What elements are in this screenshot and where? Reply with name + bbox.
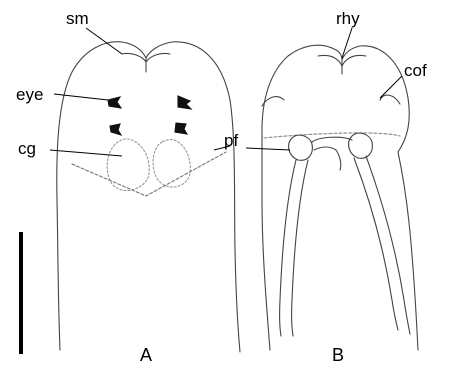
leader-pf xyxy=(246,148,290,150)
proboscis-left-lobe xyxy=(289,135,313,160)
body-outline-b xyxy=(262,45,418,350)
label-cg: cg xyxy=(18,140,36,157)
leader-cg xyxy=(50,150,122,156)
duct-inner-left xyxy=(292,160,308,336)
leader-eye xyxy=(54,94,108,100)
duct-inner-center-l xyxy=(314,147,336,150)
leader-rhy xyxy=(342,28,352,58)
label-pf: pf xyxy=(224,132,238,149)
leader-cof xyxy=(380,76,402,98)
label-eye: eye xyxy=(16,86,43,103)
label-sm: sm xyxy=(66,10,89,27)
cerebral-ganglion-left xyxy=(107,139,149,191)
head-outline-a xyxy=(57,42,240,352)
duct-outer-left xyxy=(280,160,296,336)
label-rhy: rhy xyxy=(336,10,360,27)
eye-mark-ll xyxy=(110,124,121,135)
eye-mark-ul xyxy=(108,97,121,108)
cerebral-ganglion-right xyxy=(153,140,190,187)
label-cof: cof xyxy=(404,62,427,79)
panel-label-a: A xyxy=(140,346,152,364)
eye-mark-ur xyxy=(178,96,191,109)
specimen-b xyxy=(262,45,418,350)
cephalic-furrow-right xyxy=(380,95,400,104)
panel-label-b: B xyxy=(332,346,344,364)
specimen-a xyxy=(57,42,240,352)
eye-mark-lr xyxy=(175,123,187,134)
scale-bar xyxy=(19,232,23,354)
proboscis-right-lobe xyxy=(349,133,373,158)
